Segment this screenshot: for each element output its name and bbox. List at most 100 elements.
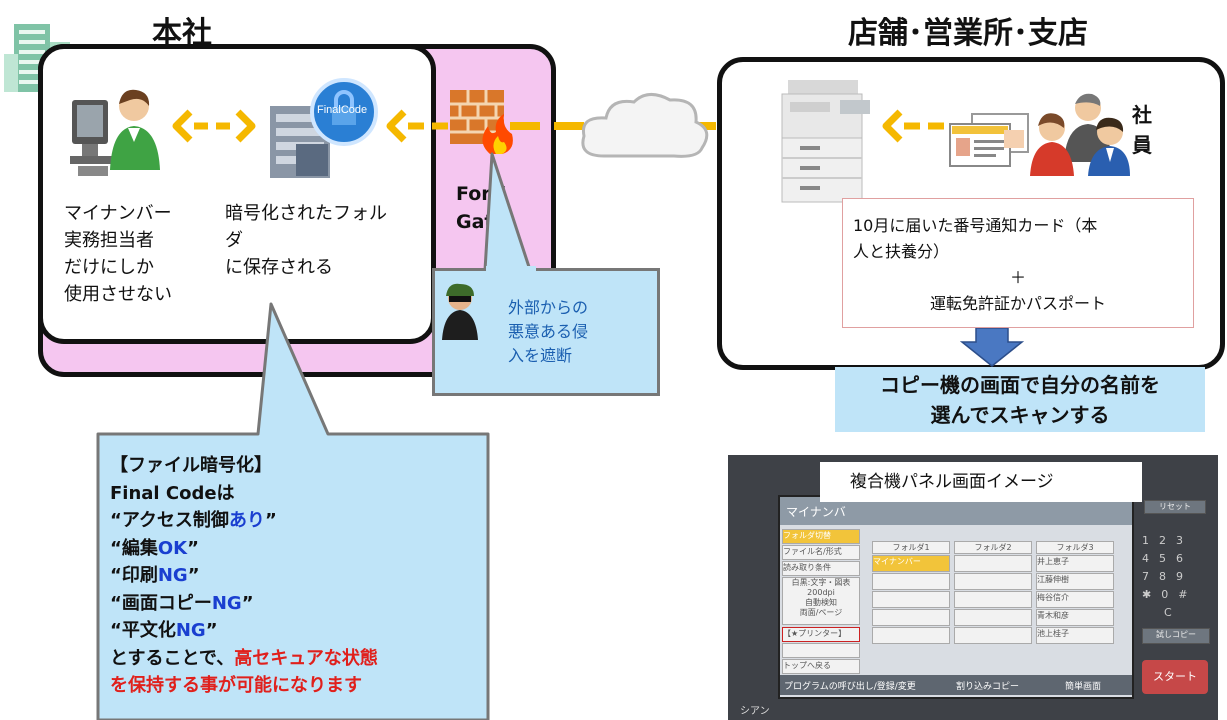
clear-key[interactable]: C — [1164, 606, 1172, 619]
branch-title: 店舗･営業所･支店 — [848, 16, 1088, 51]
key-8[interactable]: 8 — [1159, 570, 1176, 583]
firewall-to-server-arrow-icon — [386, 109, 448, 143]
panel-button-folder[interactable]: フォルダ切替 — [782, 529, 860, 544]
id-card-icon — [949, 113, 1029, 167]
staff-restriction-label: マイナンバー 実務担当者 だけにしか 使用させない — [64, 203, 172, 305]
key-9[interactable]: 9 — [1176, 570, 1193, 583]
hacker-icon — [442, 283, 478, 340]
panel-image-label: 複合機パネル画面イメージ — [820, 462, 1142, 502]
plaintext-post: ” — [205, 620, 218, 641]
panel-button-top[interactable]: トップへ戻る — [782, 659, 860, 674]
edit-value: OK — [157, 537, 188, 559]
license-text: 運転免許証かパスポート — [929, 294, 1106, 313]
panel-cell[interactable]: 池上桂子 — [1036, 627, 1114, 644]
reset-key[interactable]: リセット — [1144, 500, 1206, 514]
cloud-icon — [581, 93, 709, 158]
panel-button-filename[interactable]: ファイル名/形式 — [782, 545, 860, 560]
screencopy-post: ” — [241, 592, 254, 614]
print-pre: “印刷 — [110, 565, 158, 586]
panel-col-header-1[interactable]: フォルダ1 — [872, 541, 950, 554]
callout-line-heading: 【ファイル暗号化】 — [110, 455, 272, 476]
finalcode-logo-text: FinalCode — [317, 104, 368, 116]
key-7[interactable]: 7 — [1142, 570, 1159, 583]
panel-bottom-program[interactable]: プログラムの呼び出し/登録/変更 — [784, 682, 916, 692]
print-post: ” — [187, 565, 200, 586]
copier-panel-screen: マイナンバ フォルダ切替 ファイル名/形式 読み取り条件 白黒:文字・図表 20… — [778, 495, 1134, 699]
plaintext-value: NG — [175, 620, 206, 641]
access-value: あり — [228, 510, 265, 531]
panel-cell[interactable] — [872, 573, 950, 590]
panel-cell[interactable]: 梅谷信介 — [1036, 591, 1114, 608]
panel-cell[interactable] — [954, 591, 1032, 608]
conclusion-pre: とすることで、 — [110, 647, 235, 669]
panel-cell[interactable] — [954, 573, 1032, 590]
key-star[interactable]: ✱ — [1142, 588, 1162, 601]
panel-button-blank[interactable] — [782, 643, 860, 658]
encrypted-folder-label: 暗号化されたフォル ダ に保存される — [225, 203, 387, 278]
scan-instruction: コピー機の画面で自分の名前を 選んでスキャンする — [835, 367, 1205, 432]
employees-label: 社 員 — [1132, 103, 1152, 157]
panel-bottom-simple[interactable]: 簡単画面 — [1065, 682, 1102, 692]
encryption-callout-text: 【ファイル暗号化】 Final Codeは “アクセス制御あり” “編集OK” … — [110, 452, 378, 700]
panel-cell[interactable] — [872, 609, 950, 626]
key-hash[interactable]: # — [1178, 588, 1198, 601]
required-documents-box: 10月に届いた番号通知カード（本 人と扶養分） ＋ 運転免許証かパスポート — [842, 198, 1194, 328]
panel-cell[interactable] — [872, 627, 950, 644]
callout-line-plaintext: “平文化NG” — [110, 617, 378, 645]
panel-header-text: マイナンバ — [786, 505, 846, 519]
plus-sign: ＋ — [1009, 268, 1026, 287]
panel-cell[interactable] — [954, 609, 1032, 626]
keypad-digits: 123 456 789 ✱0# — [1142, 532, 1214, 604]
access-pre: “アクセス制御 — [110, 510, 229, 531]
callout-line-edit: “編集OK” — [110, 535, 378, 563]
panel-keypad: リセット 123 456 789 ✱0# C 試しコピー — [1138, 496, 1218, 656]
panel-cell[interactable]: 青木和彦 — [1036, 609, 1114, 626]
notification-card-text: 10月に届いた番号通知カード（本 人と扶養分） — [853, 216, 1098, 261]
print-value: NG — [157, 565, 188, 586]
panel-col-header-3[interactable]: フォルダ3 — [1036, 541, 1114, 554]
key-0[interactable]: 0 — [1161, 588, 1179, 601]
internal-double-arrow-icon — [172, 109, 256, 143]
panel-cell[interactable] — [872, 591, 950, 608]
callout-line-access: “アクセス制御あり” — [110, 507, 378, 535]
edit-post: ” — [187, 537, 199, 559]
callout-line-print: “印刷NG” — [110, 562, 378, 590]
employees-icon — [1030, 93, 1130, 176]
panel-cell[interactable] — [954, 627, 1032, 644]
intrusion-pointer-cover — [486, 266, 536, 274]
card-to-copier-arrow-icon — [882, 109, 944, 143]
panel-cell[interactable]: 江藤伸樹 — [1036, 573, 1114, 590]
panel-cell[interactable]: マイナンバー — [872, 555, 950, 572]
plaintext-pre: “平文化 — [110, 620, 176, 641]
callout-line-possible: を保持する事が可能になります — [110, 675, 362, 696]
callout-line-conclusion: とすることで、高セキュアな状態 — [110, 645, 378, 673]
panel-col-header-2[interactable]: フォルダ2 — [954, 541, 1032, 554]
intrusion-text: 外部からの 悪意ある侵 入を遮断 — [508, 298, 589, 365]
screencopy-pre: “画面コピー — [110, 592, 212, 614]
finalcode-server-icon — [270, 78, 378, 178]
callout-line-finalcode: Final Codeは — [110, 482, 235, 504]
encryption-callout-box — [96, 302, 490, 720]
panel-button-mode[interactable]: 白黒:文字・図表 200dpi 自動検知 両面/ページ — [782, 577, 860, 625]
panel-button-scan-settings[interactable]: 読み取り条件 — [782, 561, 860, 576]
key-3[interactable]: 3 — [1176, 534, 1193, 547]
key-1[interactable]: 1 — [1142, 534, 1159, 547]
staff-computer-icon — [70, 89, 160, 176]
screencopy-value: NG — [211, 592, 242, 614]
access-post: ” — [264, 510, 277, 531]
panel-bottom-bar — [780, 675, 1132, 695]
start-key[interactable]: スタート — [1142, 660, 1208, 694]
key-4[interactable]: 4 — [1142, 552, 1159, 565]
edit-pre: “編集 — [110, 537, 158, 559]
panel-bottom-interrupt[interactable]: 割り込みコピー — [956, 682, 1020, 692]
trial-copy-key[interactable]: 試しコピー — [1142, 628, 1210, 644]
panel-cell[interactable]: 井上恵子 — [1036, 555, 1114, 572]
panel-cell[interactable] — [954, 555, 1032, 572]
copier-icon — [781, 80, 870, 203]
key-6[interactable]: 6 — [1176, 552, 1193, 565]
panel-button-printer[interactable]: 【★プリンター】 — [782, 627, 860, 642]
callout-line-screencopy: “画面コピーNG” — [110, 590, 378, 618]
key-5[interactable]: 5 — [1159, 552, 1176, 565]
down-arrow-icon — [960, 328, 1024, 367]
key-2[interactable]: 2 — [1159, 534, 1176, 547]
